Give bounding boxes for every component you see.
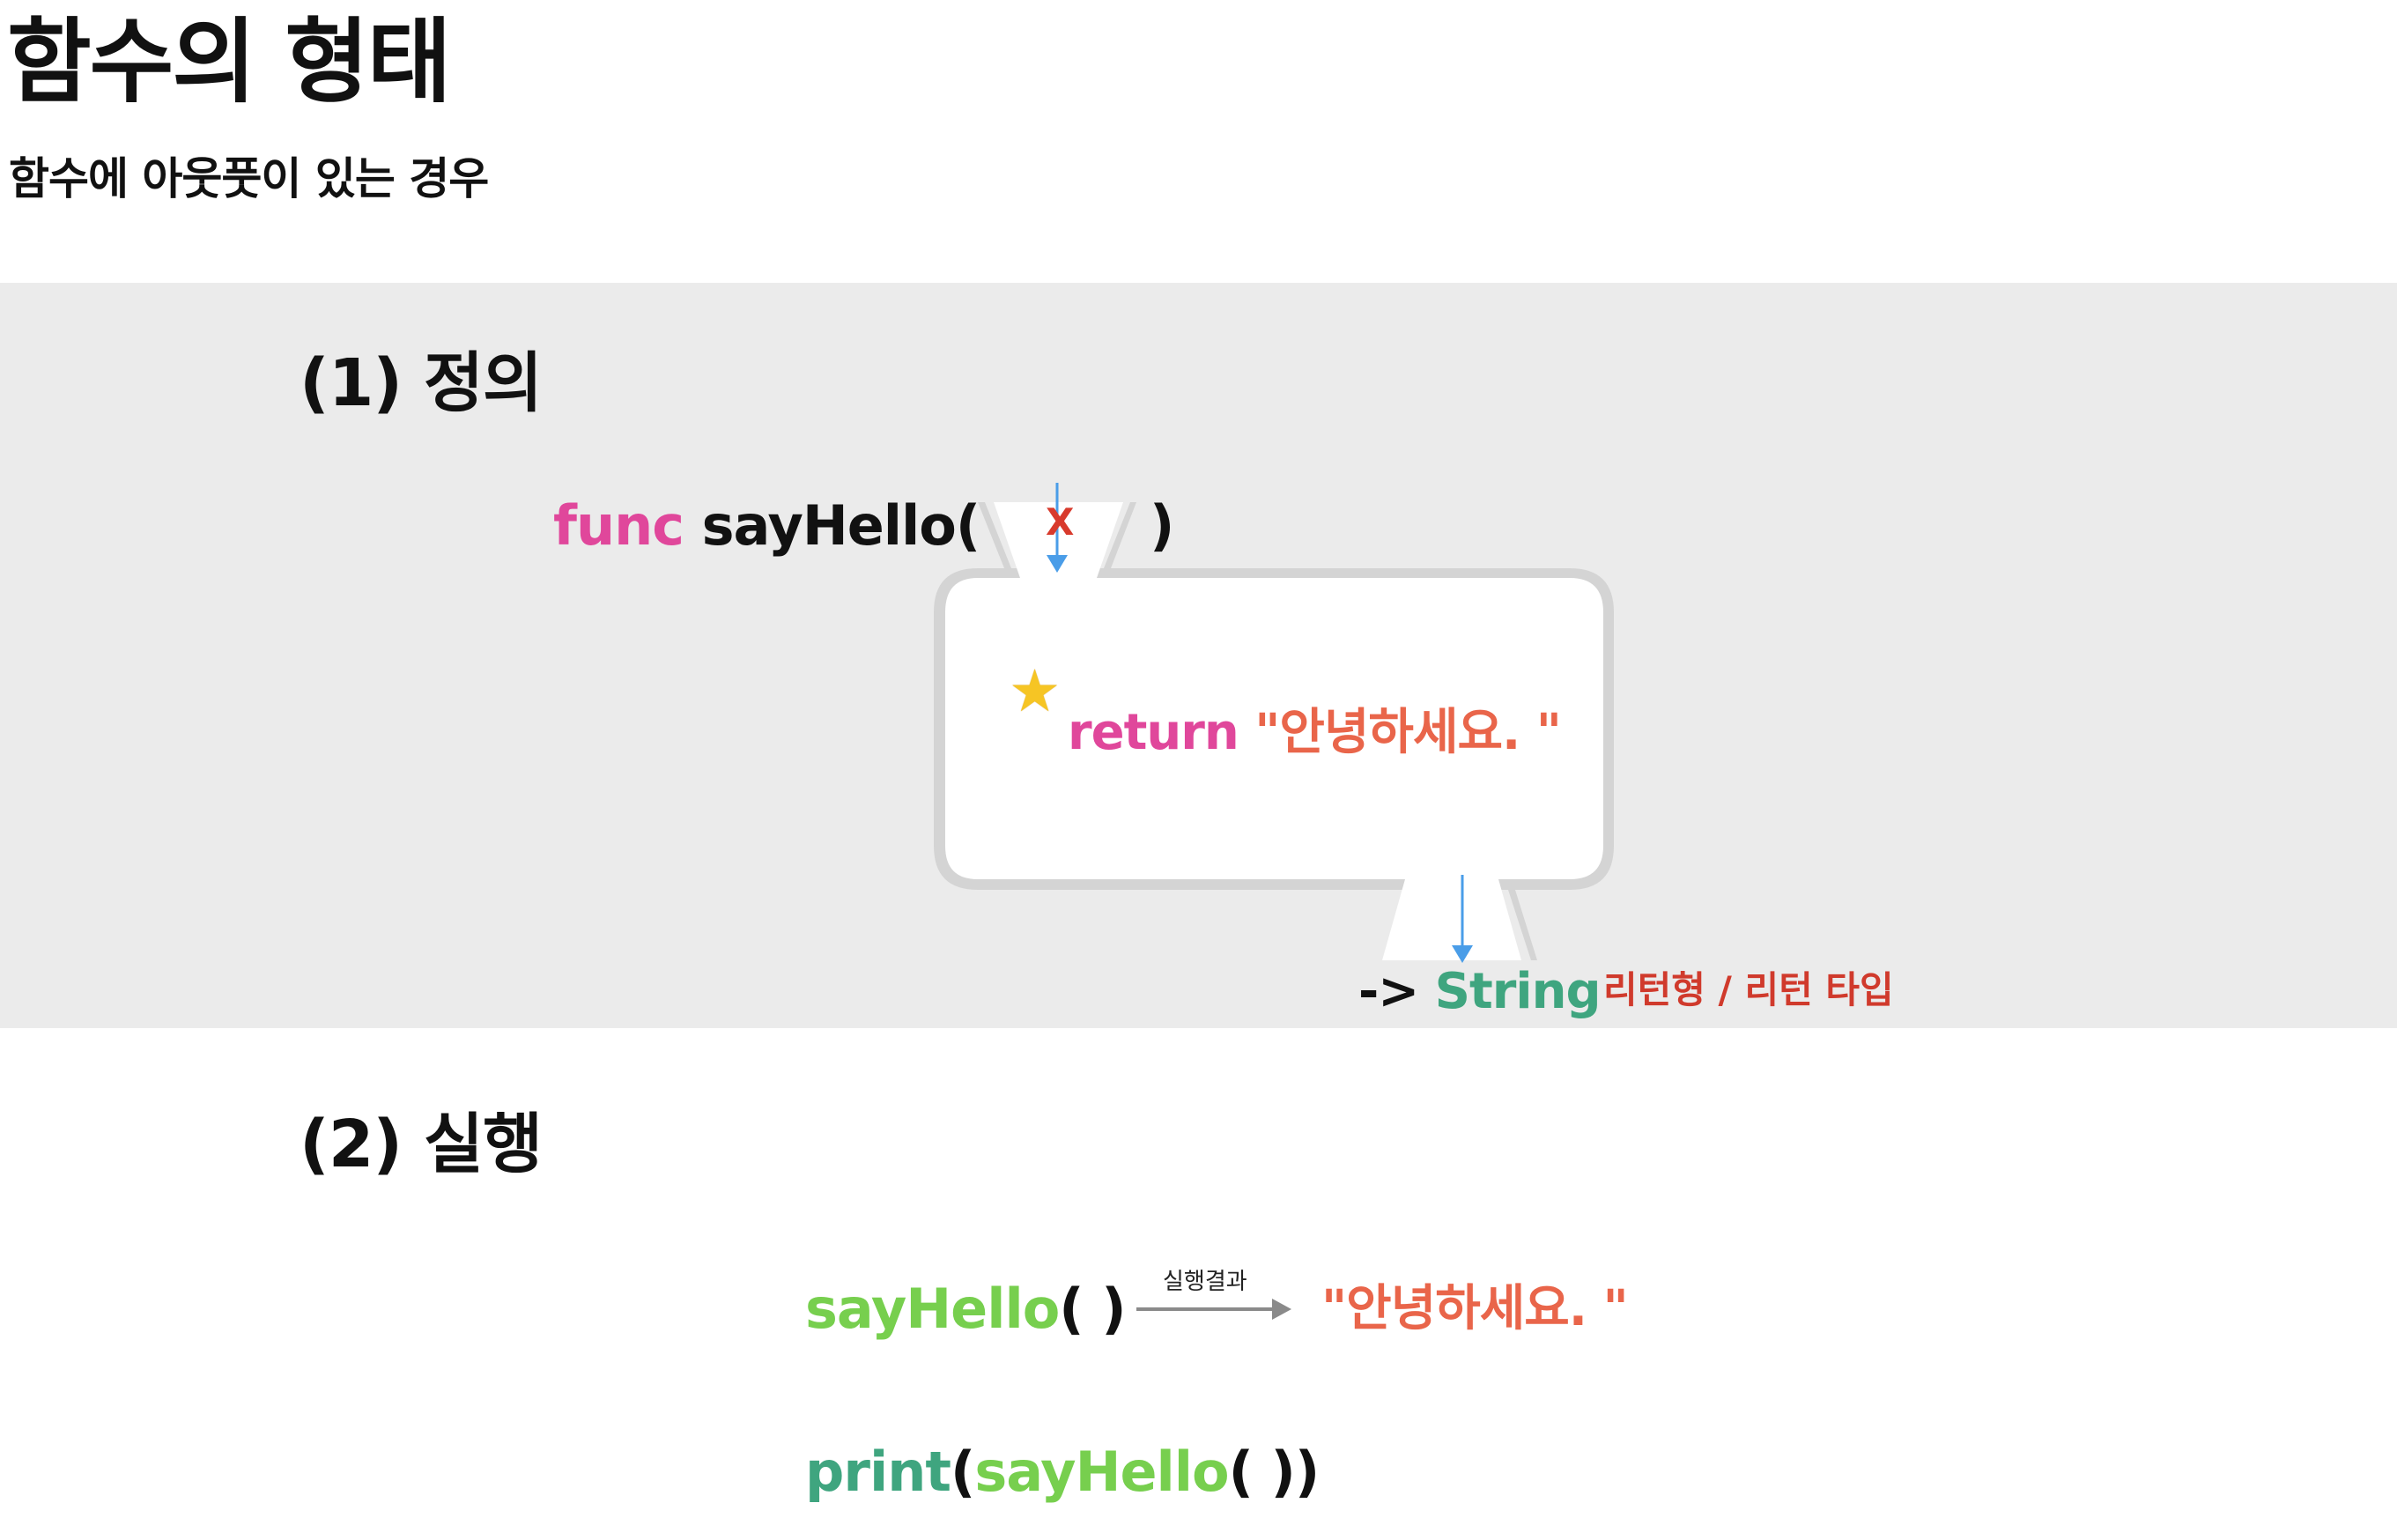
result-label: 실행결과 [1163, 1269, 1247, 1295]
print-inner-call: sayHello [974, 1440, 1229, 1504]
result-string: "안녕하세요. " [1321, 1280, 1629, 1337]
print-call: print(sayHello( )) [805, 1445, 1320, 1499]
func-signature: func sayHello( [553, 499, 980, 553]
func-keyword: func [553, 493, 684, 558]
return-type-declaration: -> String [1358, 967, 1602, 1017]
section-definition-heading: (1) 정의 [300, 345, 543, 421]
section-execution-heading: (2) 실행 [300, 1107, 543, 1182]
function-call: sayHello( ) [805, 1282, 1127, 1336]
call-parens: ( ) [1059, 1277, 1126, 1341]
return-arrow: -> [1358, 963, 1419, 1020]
star-icon: ★ [1009, 657, 1062, 725]
return-type-label: 리턴형 / 리턴 타입 [1603, 968, 1894, 1011]
return-value: "안녕하세요. " [1254, 704, 1562, 761]
call-name: sayHello [805, 1277, 1060, 1341]
print-open: ( [951, 1440, 975, 1504]
right-arrow-icon [1272, 1299, 1291, 1320]
down-arrow-icon [1047, 555, 1068, 573]
func-name: sayHello( [701, 493, 981, 558]
return-statement: return "안녕하세요. " [1068, 708, 1562, 758]
down-arrow-icon [1452, 945, 1473, 963]
page-subtitle: 함수에 아웃풋이 있는 경우 [9, 153, 489, 204]
func-close-paren: ) [1150, 493, 1174, 558]
result-value: "안녕하세요. " [1321, 1285, 1629, 1334]
function-box-inner [945, 502, 1603, 960]
page-title: 함수의 형태 [7, 8, 452, 115]
return-keyword: return [1068, 704, 1239, 761]
no-input-mark: X [1046, 500, 1075, 544]
return-type: String [1434, 963, 1602, 1020]
print-close: ( )) [1228, 1440, 1321, 1504]
print-name: print [805, 1440, 951, 1504]
